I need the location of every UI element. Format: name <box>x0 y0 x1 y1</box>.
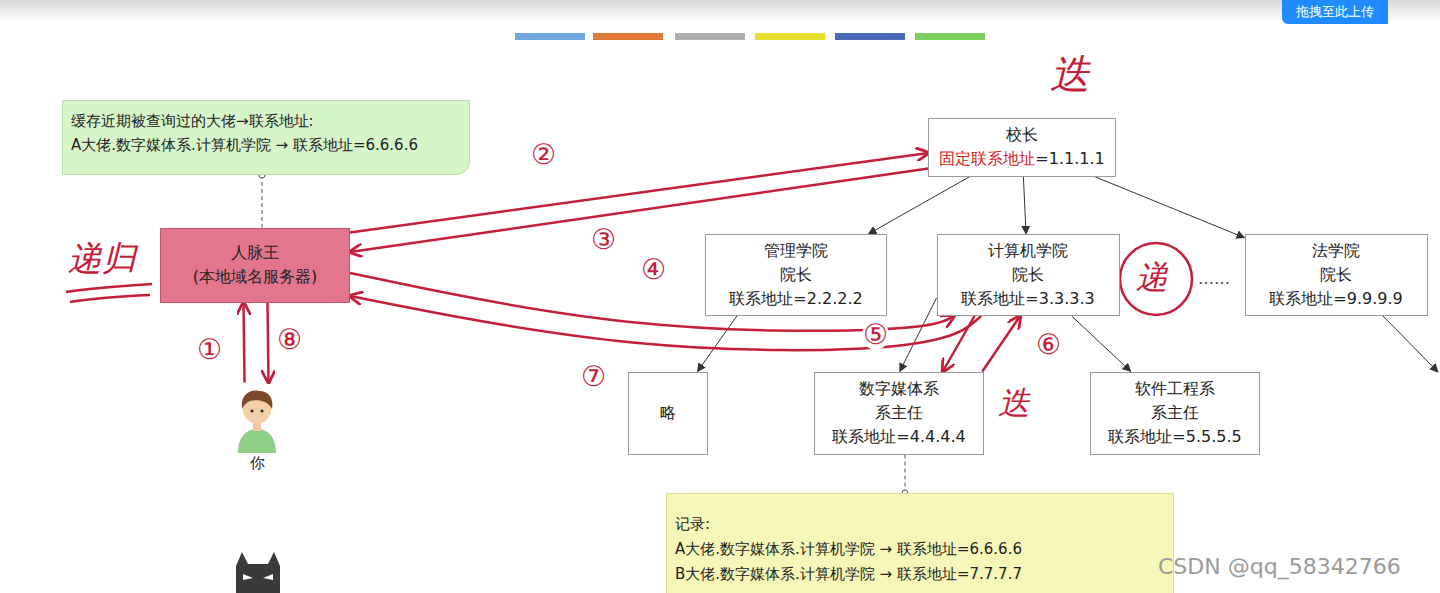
node-text: A大佬.数字媒体系.计算机学院 → 联系地址=6.6.6.6 <box>71 136 418 154</box>
node-text: 联系地址=4.4.4.4 <box>832 427 965 446</box>
node-text: 固定联系地址 <box>939 149 1035 168</box>
text-row: 联系地址=4.4.4.4 <box>832 425 965 449</box>
node-text: 院长 <box>1320 265 1352 284</box>
ellipsis: …… <box>1198 270 1230 288</box>
node-text: 记录: <box>675 515 710 533</box>
node-text: 计算机学院 <box>988 241 1068 260</box>
node-text: 缓存近期被查询过的大佬→联系地址: <box>71 112 314 130</box>
top-shade <box>0 0 1440 22</box>
text-row: 记录: <box>675 512 710 537</box>
query-arrow <box>982 316 1020 372</box>
query-arrow <box>267 303 268 383</box>
node-text: 法学院 <box>1312 241 1360 260</box>
upload-badge: 拖拽至此上传 <box>1282 0 1388 24</box>
text-row: (本地域名服务器) <box>193 265 317 289</box>
text-row: 人脉王 <box>231 241 279 265</box>
college-box: 管理学院院长联系地址=2.2.2.2 <box>705 234 887 316</box>
node-text: 数字媒体系 <box>859 379 939 398</box>
text-row: 固定联系地址=1.1.1.1 <box>939 147 1104 171</box>
record-note: 记录: A大佬.数字媒体系.计算机学院 → 联系地址=6.6.6.6B大佬.数字媒… <box>666 493 1174 593</box>
watermark: CSDN @qq_58342766 <box>1158 555 1401 579</box>
node-text: 院长 <box>780 265 812 284</box>
node-text: A大佬.数字媒体系.计算机学院 → 联系地址=6.6.6.6 <box>675 540 1022 558</box>
user-figure: 你 <box>227 383 287 478</box>
text-row: 软件工程系 <box>1135 377 1215 401</box>
node-text: 联系地址=3.3.3.3 <box>961 289 1094 308</box>
text-row: B大佬.数字媒体系.计算机学院 → 联系地址=7.7.7.7 <box>675 562 1022 587</box>
step-number: ④ <box>640 255 667 285</box>
node-text: 人脉王 <box>231 243 279 262</box>
text-row: 法学院 <box>1312 239 1360 263</box>
text-row: 联系地址=9.9.9.9 <box>1269 287 1402 311</box>
method-note: 递归 <box>68 240 136 277</box>
step-number: ⑥ <box>1035 330 1062 360</box>
node-text: 系主任 <box>1151 403 1199 422</box>
tree-arrow <box>1072 316 1131 372</box>
hand-underline <box>66 284 152 302</box>
text-row: A大佬.数字媒体系.计算机学院 → 联系地址=6.6.6.6 <box>71 133 418 157</box>
node-text: 院长 <box>1012 265 1044 284</box>
tree-arrow <box>1094 177 1244 238</box>
text-row: 系主任 <box>1151 401 1199 425</box>
node-text: 略 <box>660 403 676 422</box>
method-note: 迭 <box>998 386 1030 421</box>
node-text: 管理学院 <box>764 241 828 260</box>
text-row: 计算机学院 <box>988 239 1068 263</box>
color-bars <box>515 33 985 40</box>
node-text: =1.1.1.1 <box>1035 149 1104 168</box>
method-note: 迭 <box>1050 52 1090 96</box>
note-link <box>262 175 263 228</box>
text-row: 联系地址=3.3.3.3 <box>961 287 1094 311</box>
tree-arrow <box>868 177 970 235</box>
step-number: ② <box>530 140 557 170</box>
root-box: 校长固定联系地址=1.1.1.1 <box>928 118 1115 177</box>
node-text: (本地域名服务器) <box>193 267 317 286</box>
person-icon <box>232 387 282 453</box>
text-row: 联系地址=2.2.2.2 <box>729 287 862 311</box>
step-number: ⑧ <box>276 325 303 355</box>
tree-arrow <box>697 316 736 372</box>
text-row: 缓存近期被查询过的大佬→联系地址: <box>71 109 314 133</box>
text-row: 系主任 <box>875 401 923 425</box>
college-box: 法学院院长联系地址=9.9.9.9 <box>1245 234 1428 316</box>
college-box: 计算机学院院长联系地址=3.3.3.3 <box>937 234 1120 316</box>
node-text: 联系地址=9.9.9.9 <box>1269 289 1402 308</box>
text-row: 院长 <box>780 263 812 287</box>
department-box: 软件工程系系主任联系地址=5.5.5.5 <box>1090 372 1260 455</box>
offscreen-branch <box>1383 316 1438 372</box>
node-text: 软件工程系 <box>1135 379 1215 398</box>
department-box: 数字媒体系系主任联系地址=4.4.4.4 <box>814 372 984 455</box>
batman-icon <box>236 552 280 593</box>
node-text: B大佬.数字媒体系.计算机学院 → 联系地址=7.7.7.7 <box>675 565 1022 583</box>
hand-circle <box>1120 243 1192 315</box>
node-text: 你 <box>250 454 265 472</box>
text-row: A大佬.数字媒体系.计算机学院 → 联系地址=6.6.6.6 <box>675 537 1022 562</box>
text-row: 联系地址=5.5.5.5 <box>1108 425 1241 449</box>
text-row: 院长 <box>1012 263 1044 287</box>
query-arrow <box>243 303 244 383</box>
omitted-box: 略 <box>628 372 708 455</box>
tree-arrow <box>900 298 937 372</box>
node-text: 系主任 <box>875 403 923 422</box>
node-text: 联系地址=5.5.5.5 <box>1108 427 1241 446</box>
node-text: 联系地址=2.2.2.2 <box>729 289 862 308</box>
text-row: 管理学院 <box>764 239 828 263</box>
tree-arrow <box>1023 177 1026 235</box>
text-row: 院长 <box>1320 263 1352 287</box>
step-number: ⑤ <box>862 320 889 350</box>
text-row: 略 <box>660 401 676 425</box>
note-link <box>905 455 906 494</box>
text-row: 你 <box>250 453 265 474</box>
step-number: ⑦ <box>580 362 607 392</box>
step-number: ③ <box>590 225 617 255</box>
text-row: 校长 <box>1006 123 1038 147</box>
text-row: 数字媒体系 <box>859 377 939 401</box>
method-note: 递 <box>1136 260 1168 295</box>
step-number: ① <box>196 335 223 365</box>
local-dns-box: 人脉王 (本地域名服务器) <box>160 228 350 303</box>
cache-note: 缓存近期被查询过的大佬→联系地址: A大佬.数字媒体系.计算机学院 → 联系地址=… <box>62 100 470 175</box>
node-text: 校长 <box>1006 125 1038 144</box>
